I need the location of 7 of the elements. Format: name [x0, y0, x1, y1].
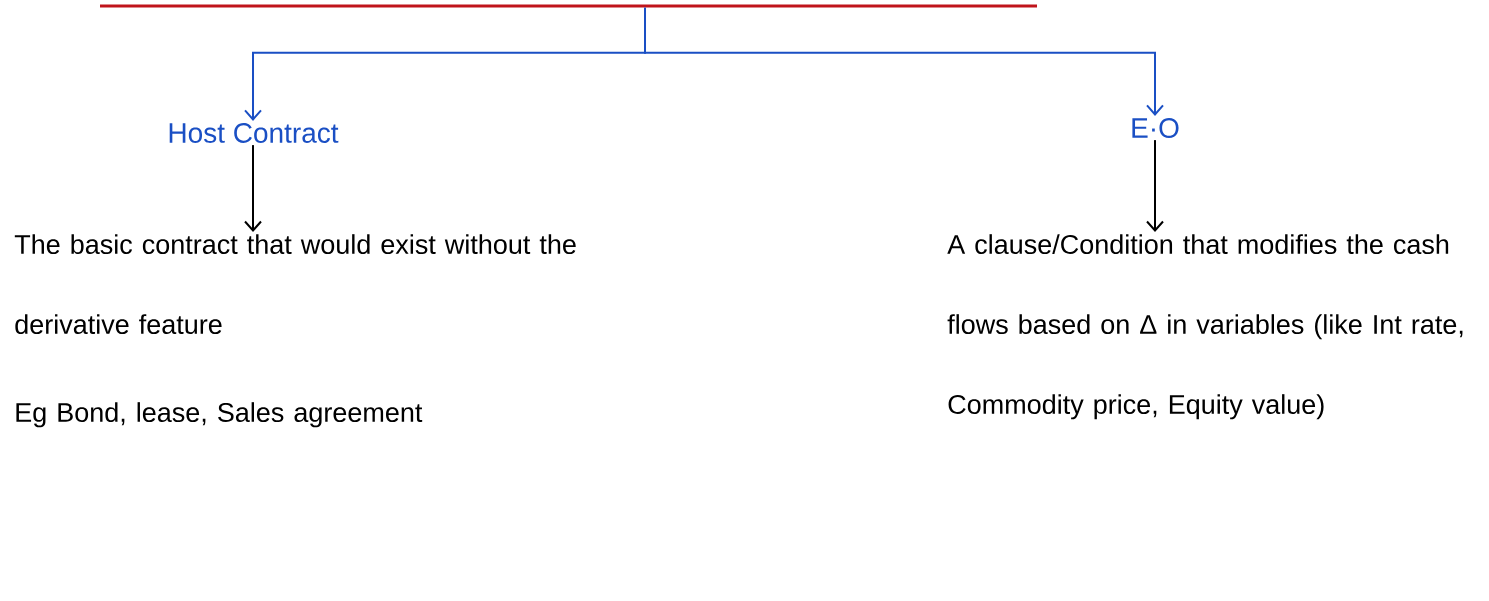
heading-text: Host Contract [169, 123, 339, 143]
arrow [1146, 139, 1164, 232]
arrow [644, 6, 1164, 116]
arrow [244, 144, 262, 232]
body-text: The basic contract that would exist without the derivative feature Eg Bond, lease, Sales agreement [14, 234, 576, 428]
body-text: A clause/Condition that modifies the cash flows based on Δ in variables (like Int rate, Commodity price, Equity value) [947, 234, 1463, 420]
heading-text: E·O [1132, 118, 1179, 138]
